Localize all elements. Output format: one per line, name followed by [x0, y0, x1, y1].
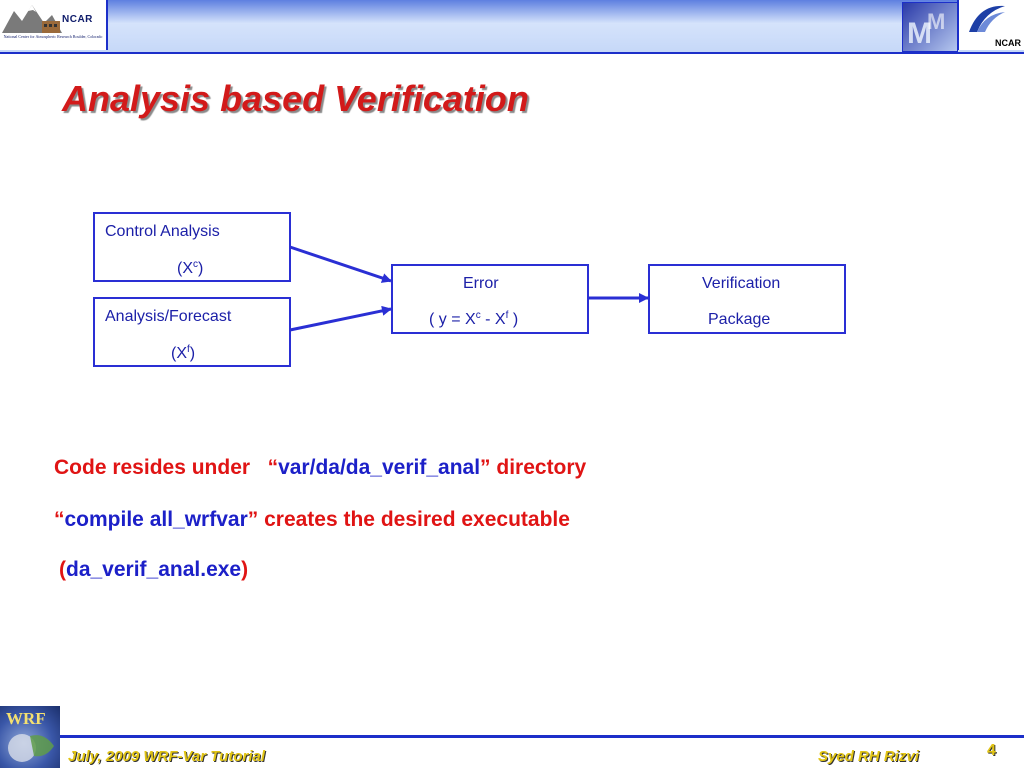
ncar-tagline: National Center for Atmospheric Research… — [3, 34, 103, 39]
svg-text:M: M — [907, 17, 932, 50]
ncar-logo-text: NCAR — [62, 14, 93, 25]
page-title: Analysis based Verification — [62, 78, 529, 119]
code-location-line: Code resides under “var/da/da_verif_anal… — [54, 456, 587, 479]
control-analysis-label: Control Analysis — [105, 223, 220, 240]
header-bar: NCAR National Center for Atmospheric Res… — [0, 0, 1024, 54]
control-analysis-box: Control Analysis (Xc) — [93, 212, 291, 282]
swoosh-icon — [969, 5, 1005, 32]
ncar-logo-left: NCAR National Center for Atmospheric Res… — [0, 0, 108, 50]
analysis-forecast-box: Analysis/Forecast (Xf) — [93, 297, 291, 367]
control-analysis-symbol: (Xc) — [177, 259, 204, 278]
mountain-icon — [2, 5, 62, 33]
globe-icon — [8, 734, 54, 762]
error-box: Error ( y = Xc - Xf ) — [391, 264, 589, 334]
analysis-forecast-label: Analysis/Forecast — [105, 308, 232, 325]
package-label: Package — [708, 311, 771, 328]
arrow-forecast-to-error — [289, 305, 392, 332]
footer-left-text: July, 2009 WRF-Var Tutorial — [68, 748, 265, 765]
executable-name: da_verif_anal.exe — [66, 558, 242, 581]
error-formula: ( y = Xc - Xf ) — [429, 310, 519, 329]
code-path: var/da/da_verif_anal — [278, 456, 481, 479]
ncar-logo-right-text: NCAR — [995, 38, 1021, 48]
compile-command-line: “compile all_wrfvar” creates the desired… — [54, 508, 570, 531]
compile-command: compile all_wrfvar — [64, 508, 248, 531]
analysis-forecast-symbol: (Xf) — [171, 344, 196, 363]
wrf-logo: WRF — [0, 706, 60, 768]
verification-label: Verification — [702, 275, 781, 292]
footer-author: Syed RH Rizvi — [818, 748, 919, 765]
arrow-control-to-error — [289, 245, 392, 283]
wrf-logo-text: WRF — [6, 709, 46, 728]
executable-line: (da_verif_anal.exe) — [59, 558, 249, 581]
error-label: Error — [463, 275, 499, 292]
mm5-logo-icon: M M — [902, 2, 958, 52]
page-number: 4 — [987, 742, 996, 759]
ncar-logo-right: NCAR — [957, 0, 1024, 50]
footer-divider — [60, 735, 1024, 738]
verification-package-box: Verification Package — [648, 264, 846, 334]
svg-text:M: M — [927, 9, 945, 34]
